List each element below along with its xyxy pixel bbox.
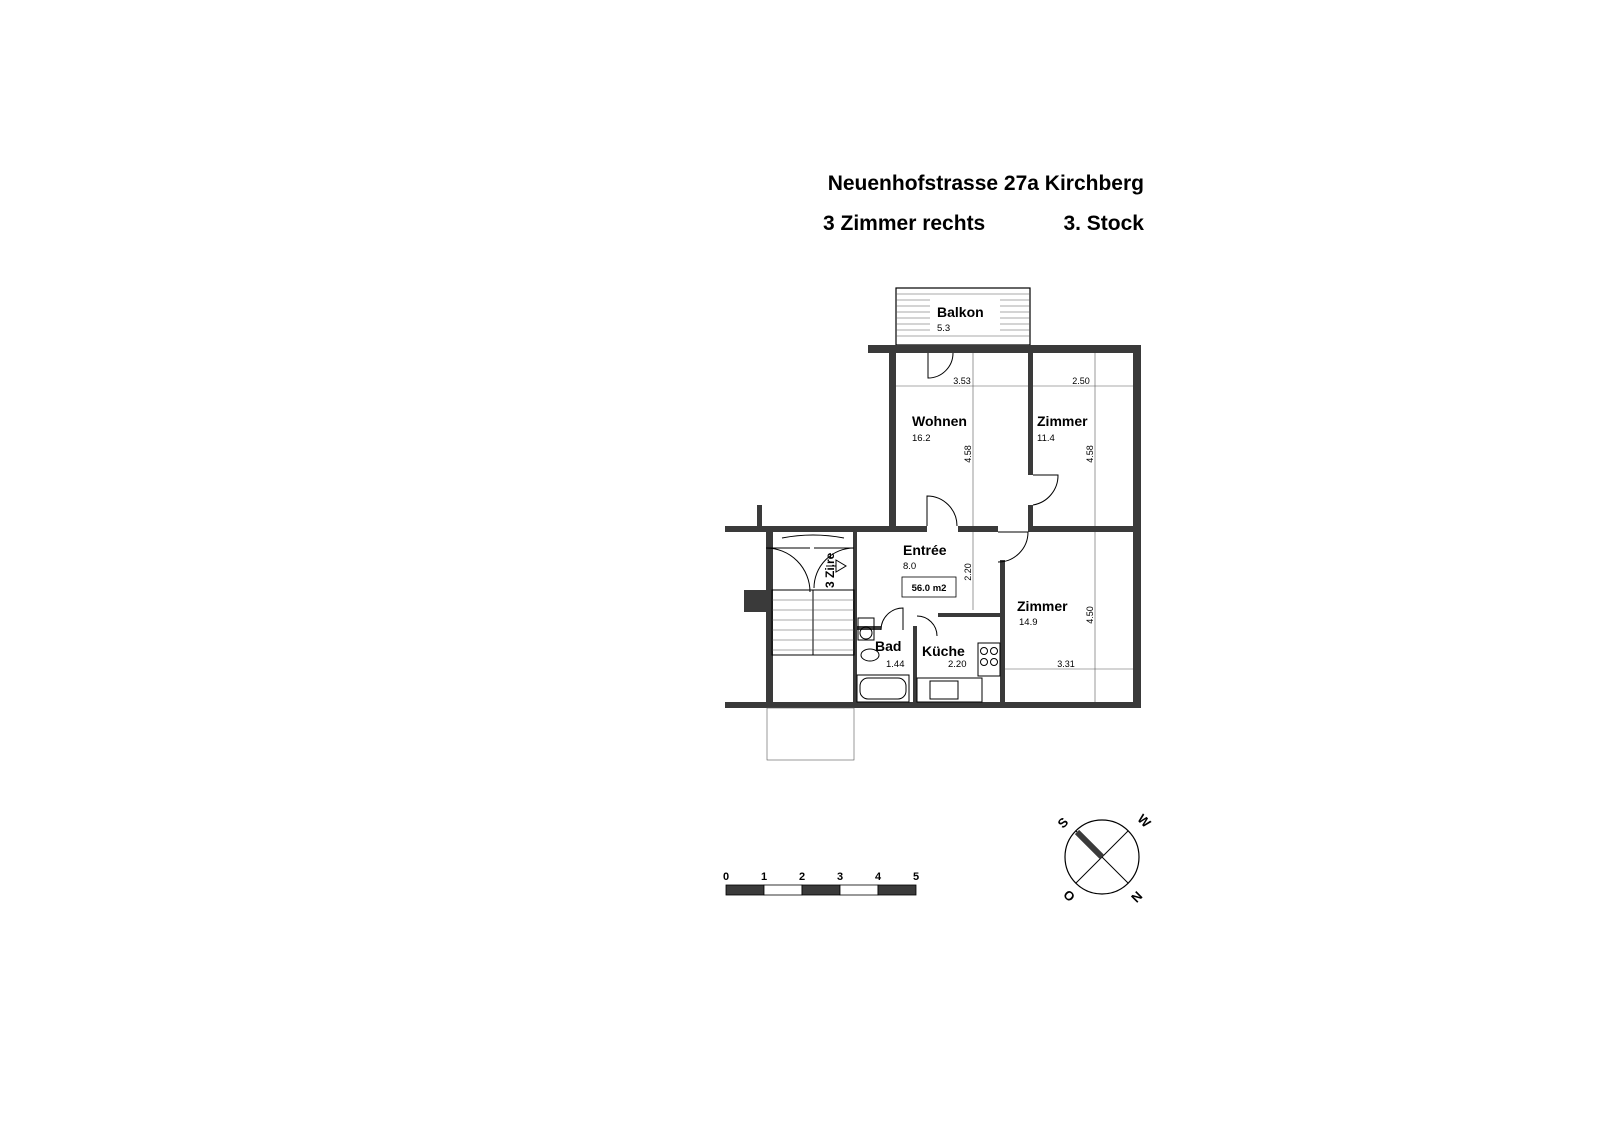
room-bad-name: Bad [875, 638, 901, 654]
doors [880, 352, 1059, 637]
floor-title: 3. Stock [1063, 212, 1144, 235]
room-entree-area: 8.0 [903, 561, 916, 572]
room-wohnen-name: Wohnen [912, 413, 967, 429]
scale-label-1: 1 [761, 871, 767, 883]
room-balkon-area: 5.3 [937, 323, 950, 334]
room-bad-area: 1.44 [886, 659, 905, 670]
room-zimmer1-area: 11.4 [1037, 433, 1055, 444]
entry-arrow-icon [826, 559, 847, 573]
room-kueche-name: Küche [922, 643, 965, 659]
stair-label: 3 Zi.re [823, 552, 837, 588]
compass-west: W [1135, 811, 1155, 831]
scale-label-4: 4 [875, 871, 882, 883]
room-zimmer1-name: Zimmer [1037, 413, 1088, 429]
dim-zimmer1-depth: 4.58 [1085, 445, 1095, 463]
dim-zimmer1-width: 2.50 [1072, 376, 1090, 386]
compass-icon [1064, 819, 1140, 895]
dimension-lines [896, 353, 1133, 702]
fixtures [856, 617, 1001, 703]
walls [725, 345, 1141, 708]
dim-zimmer2-depth: 4.50 [1085, 606, 1095, 624]
room-kueche-area: 2.20 [948, 659, 967, 670]
dim-entree-depth: 2.20 [963, 563, 973, 581]
scale-bar [725, 884, 917, 896]
dim-wohnen-depth: 4.58 [963, 445, 973, 463]
dim-wohnen-width: 3.53 [953, 376, 971, 386]
compass-east: O [1060, 887, 1078, 905]
scale-label-2: 2 [799, 871, 805, 883]
room-zimmer2-area: 14.9 [1019, 617, 1038, 628]
unit-title: 3 Zimmer rechts [823, 212, 985, 235]
room-wohnen-area: 16.2 [912, 433, 931, 444]
room-zimmer2-name: Zimmer [1017, 598, 1068, 614]
compass-north: N [1128, 888, 1145, 905]
compass-south: S [1054, 814, 1071, 831]
room-balkon-name: Balkon [937, 304, 984, 320]
balcony [895, 287, 1031, 346]
stairwell [765, 534, 855, 761]
scale-label-3: 3 [837, 871, 843, 883]
scale-label-0: 0 [723, 871, 729, 883]
dim-zimmer2-width: 3.31 [1057, 659, 1075, 669]
total-area: 56.0 m2 [912, 583, 947, 594]
address-title: Neuenhofstrasse 27a Kirchberg [828, 172, 1144, 195]
total-area-badge: 56.0 m2 [901, 576, 957, 598]
room-entree-name: Entrée [903, 542, 947, 558]
scale-label-5: 5 [913, 871, 919, 883]
